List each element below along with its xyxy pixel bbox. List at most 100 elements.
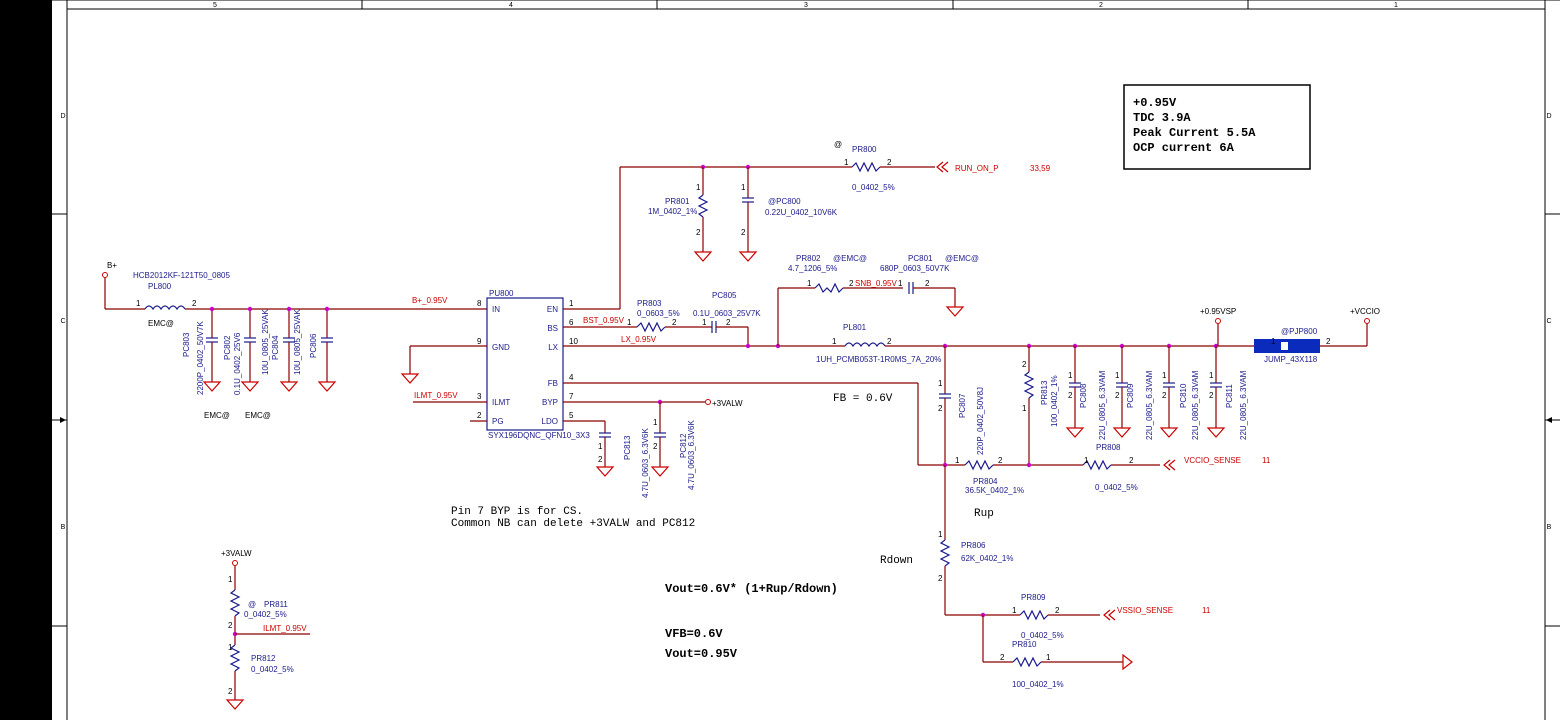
pin-in-num: 8 [477, 299, 482, 308]
svg-text:1: 1 [898, 279, 903, 288]
pin-ldo: LDO [542, 417, 558, 426]
pc805-value: 0.1U_0603_25V7K [693, 309, 761, 318]
pc811-cap: 12 PC811 22U_0805_6.3VAM [1206, 346, 1248, 440]
pc801-ref: PC801 [908, 254, 933, 263]
spec-line-3: Peak Current 5.5A [1133, 126, 1256, 140]
net-vssio-sense-page: 11 [1202, 606, 1211, 615]
svg-text:2: 2 [887, 337, 892, 346]
pc810-ref: PC810 [1179, 383, 1188, 408]
svg-text:1: 1 [1084, 456, 1089, 465]
svg-text:1: 1 [741, 183, 746, 192]
svg-text:1: 1 [1115, 371, 1120, 380]
pc807-value: 220P_0402_50V8J [976, 387, 985, 455]
pr802-ref: PR802 [796, 254, 821, 263]
pc802-value: 0.1U_0402_25V6 [233, 332, 242, 395]
svg-text:2: 2 [672, 318, 677, 327]
net-vsp: +0.95VSP [1200, 307, 1236, 316]
svg-text:2: 2 [653, 442, 658, 451]
col-label-4: 4 [509, 2, 513, 9]
net-vccio-sense: VCCIO_SENSE [1184, 456, 1241, 465]
pc801-value: 680P_0603_50V7K [880, 264, 950, 273]
svg-text:1: 1 [598, 442, 603, 451]
pc811-ref: PC811 [1225, 384, 1234, 408]
net-bst: BST_0.95V [583, 316, 625, 325]
pc813-value: 4.7U_0603_6.3V6K [641, 428, 650, 499]
svg-text:2: 2 [192, 299, 197, 308]
pin-pg: PG [492, 417, 504, 426]
net-ilmt: ILMT_0.95V [414, 391, 458, 400]
svg-text:2: 2 [1022, 360, 1027, 369]
net-vccio-sense-page: 11 [1262, 456, 1271, 465]
pc803-value: 2200P_0402_50V7K [196, 320, 205, 395]
note-rdown: Rdown [880, 555, 913, 567]
pjp800-value: JUMP_43X118 [1264, 355, 1318, 364]
svg-text:2: 2 [887, 158, 892, 167]
svg-text:1: 1 [1046, 653, 1051, 662]
pr812-ref: PR812 [251, 654, 276, 663]
svg-text:1: 1 [1022, 404, 1027, 413]
pc802-cap: PC802 0.1U_0402_25V6 [223, 309, 260, 395]
svg-text:2: 2 [598, 455, 603, 464]
pc806-cap: 10U_0805_25VAK PC806 [293, 309, 337, 392]
emc-note-1: EMC@ [204, 411, 230, 420]
pc806-ref: PC806 [309, 333, 318, 358]
pr801-value: 1M_0402_1% [648, 207, 697, 216]
enable-section: 1 2 @ PR800 0_0402_5% RUN_ON_P 33,59 1 2… [563, 140, 1051, 310]
pjp800-jumper [1254, 339, 1284, 353]
svg-text:1: 1 [938, 530, 943, 539]
net-valw-2: +3VALW [221, 549, 252, 558]
pc812-value: 4.7U_0603_6.3V6K [687, 420, 696, 491]
svg-text:1: 1 [1209, 371, 1214, 380]
svg-text:1: 1 [1162, 371, 1167, 380]
svg-text:2: 2 [1326, 337, 1331, 346]
svg-text:1: 1 [228, 643, 233, 652]
row-label-d-right: D [1546, 113, 1551, 120]
pr803-ref: PR803 [637, 299, 662, 308]
pr811-at: @ [248, 600, 256, 609]
pc808-value: 22U_0805_6.3VAM [1098, 370, 1107, 440]
svg-text:1: 1 [1012, 606, 1017, 615]
svg-text:2: 2 [228, 621, 233, 630]
pl800-ref: PL800 [148, 282, 172, 291]
pr811-value: 0_0402_5% [244, 610, 287, 619]
pin-en: EN [547, 305, 558, 314]
pl801-ref: PL801 [843, 323, 867, 332]
pr810-ref: PR810 [1012, 640, 1037, 649]
pr808-value: 0_0402_5% [1095, 483, 1138, 492]
pc804-cap: 10U_0805_25VAK PC804 [261, 309, 299, 392]
pc806-value: 10U_0805_25VAK [293, 309, 302, 375]
pin-lx-num: 10 [569, 337, 578, 346]
svg-text:1: 1 [1068, 371, 1073, 380]
svg-text:2: 2 [998, 456, 1003, 465]
pc811-value: 22U_0805_6.3VAM [1239, 370, 1248, 440]
row-label-d: D [60, 113, 65, 120]
pc801-note: @EMC@ [945, 254, 979, 263]
row-label-b-right: B [1547, 524, 1552, 531]
svg-text:2: 2 [726, 318, 731, 327]
svg-text:1: 1 [136, 299, 141, 308]
row-label-b: B [61, 524, 66, 531]
svg-text:1: 1 [653, 418, 658, 427]
pr800-at: @ [834, 140, 842, 149]
pin-pg-num: 2 [477, 411, 482, 420]
pu800-ref: PU800 [489, 289, 514, 298]
pr813-ref: PR813 [1040, 380, 1049, 405]
pc805-ref: PC805 [712, 291, 737, 300]
svg-text:2: 2 [925, 279, 930, 288]
net-snb: SNB_0.95V [855, 279, 897, 288]
pc803-cap: PC803 2200P_0402_50V7K [182, 309, 222, 395]
svg-text:1: 1 [807, 279, 812, 288]
pc800-value: 0.22U_0402_10V6K [765, 208, 838, 217]
pin-ilmt: ILMT [492, 398, 510, 407]
pjp800-ref: @PJP800 [1281, 327, 1318, 336]
pin-ilmt-num: 3 [477, 392, 482, 401]
pc808-cap: 12 PC808 22U_0805_6.3VAM [1065, 346, 1107, 440]
svg-text:1: 1 [696, 183, 701, 192]
ilmt-divider: +3VALW 1 2 @ PR811 0_0402_5% ILMT_0.95V … [221, 549, 310, 710]
pin-bs: BS [547, 324, 558, 333]
svg-text:1: 1 [955, 456, 960, 465]
svg-text:2: 2 [849, 279, 854, 288]
pc807-ref: PC807 [958, 393, 967, 418]
pr806-ref: PR806 [961, 541, 986, 550]
